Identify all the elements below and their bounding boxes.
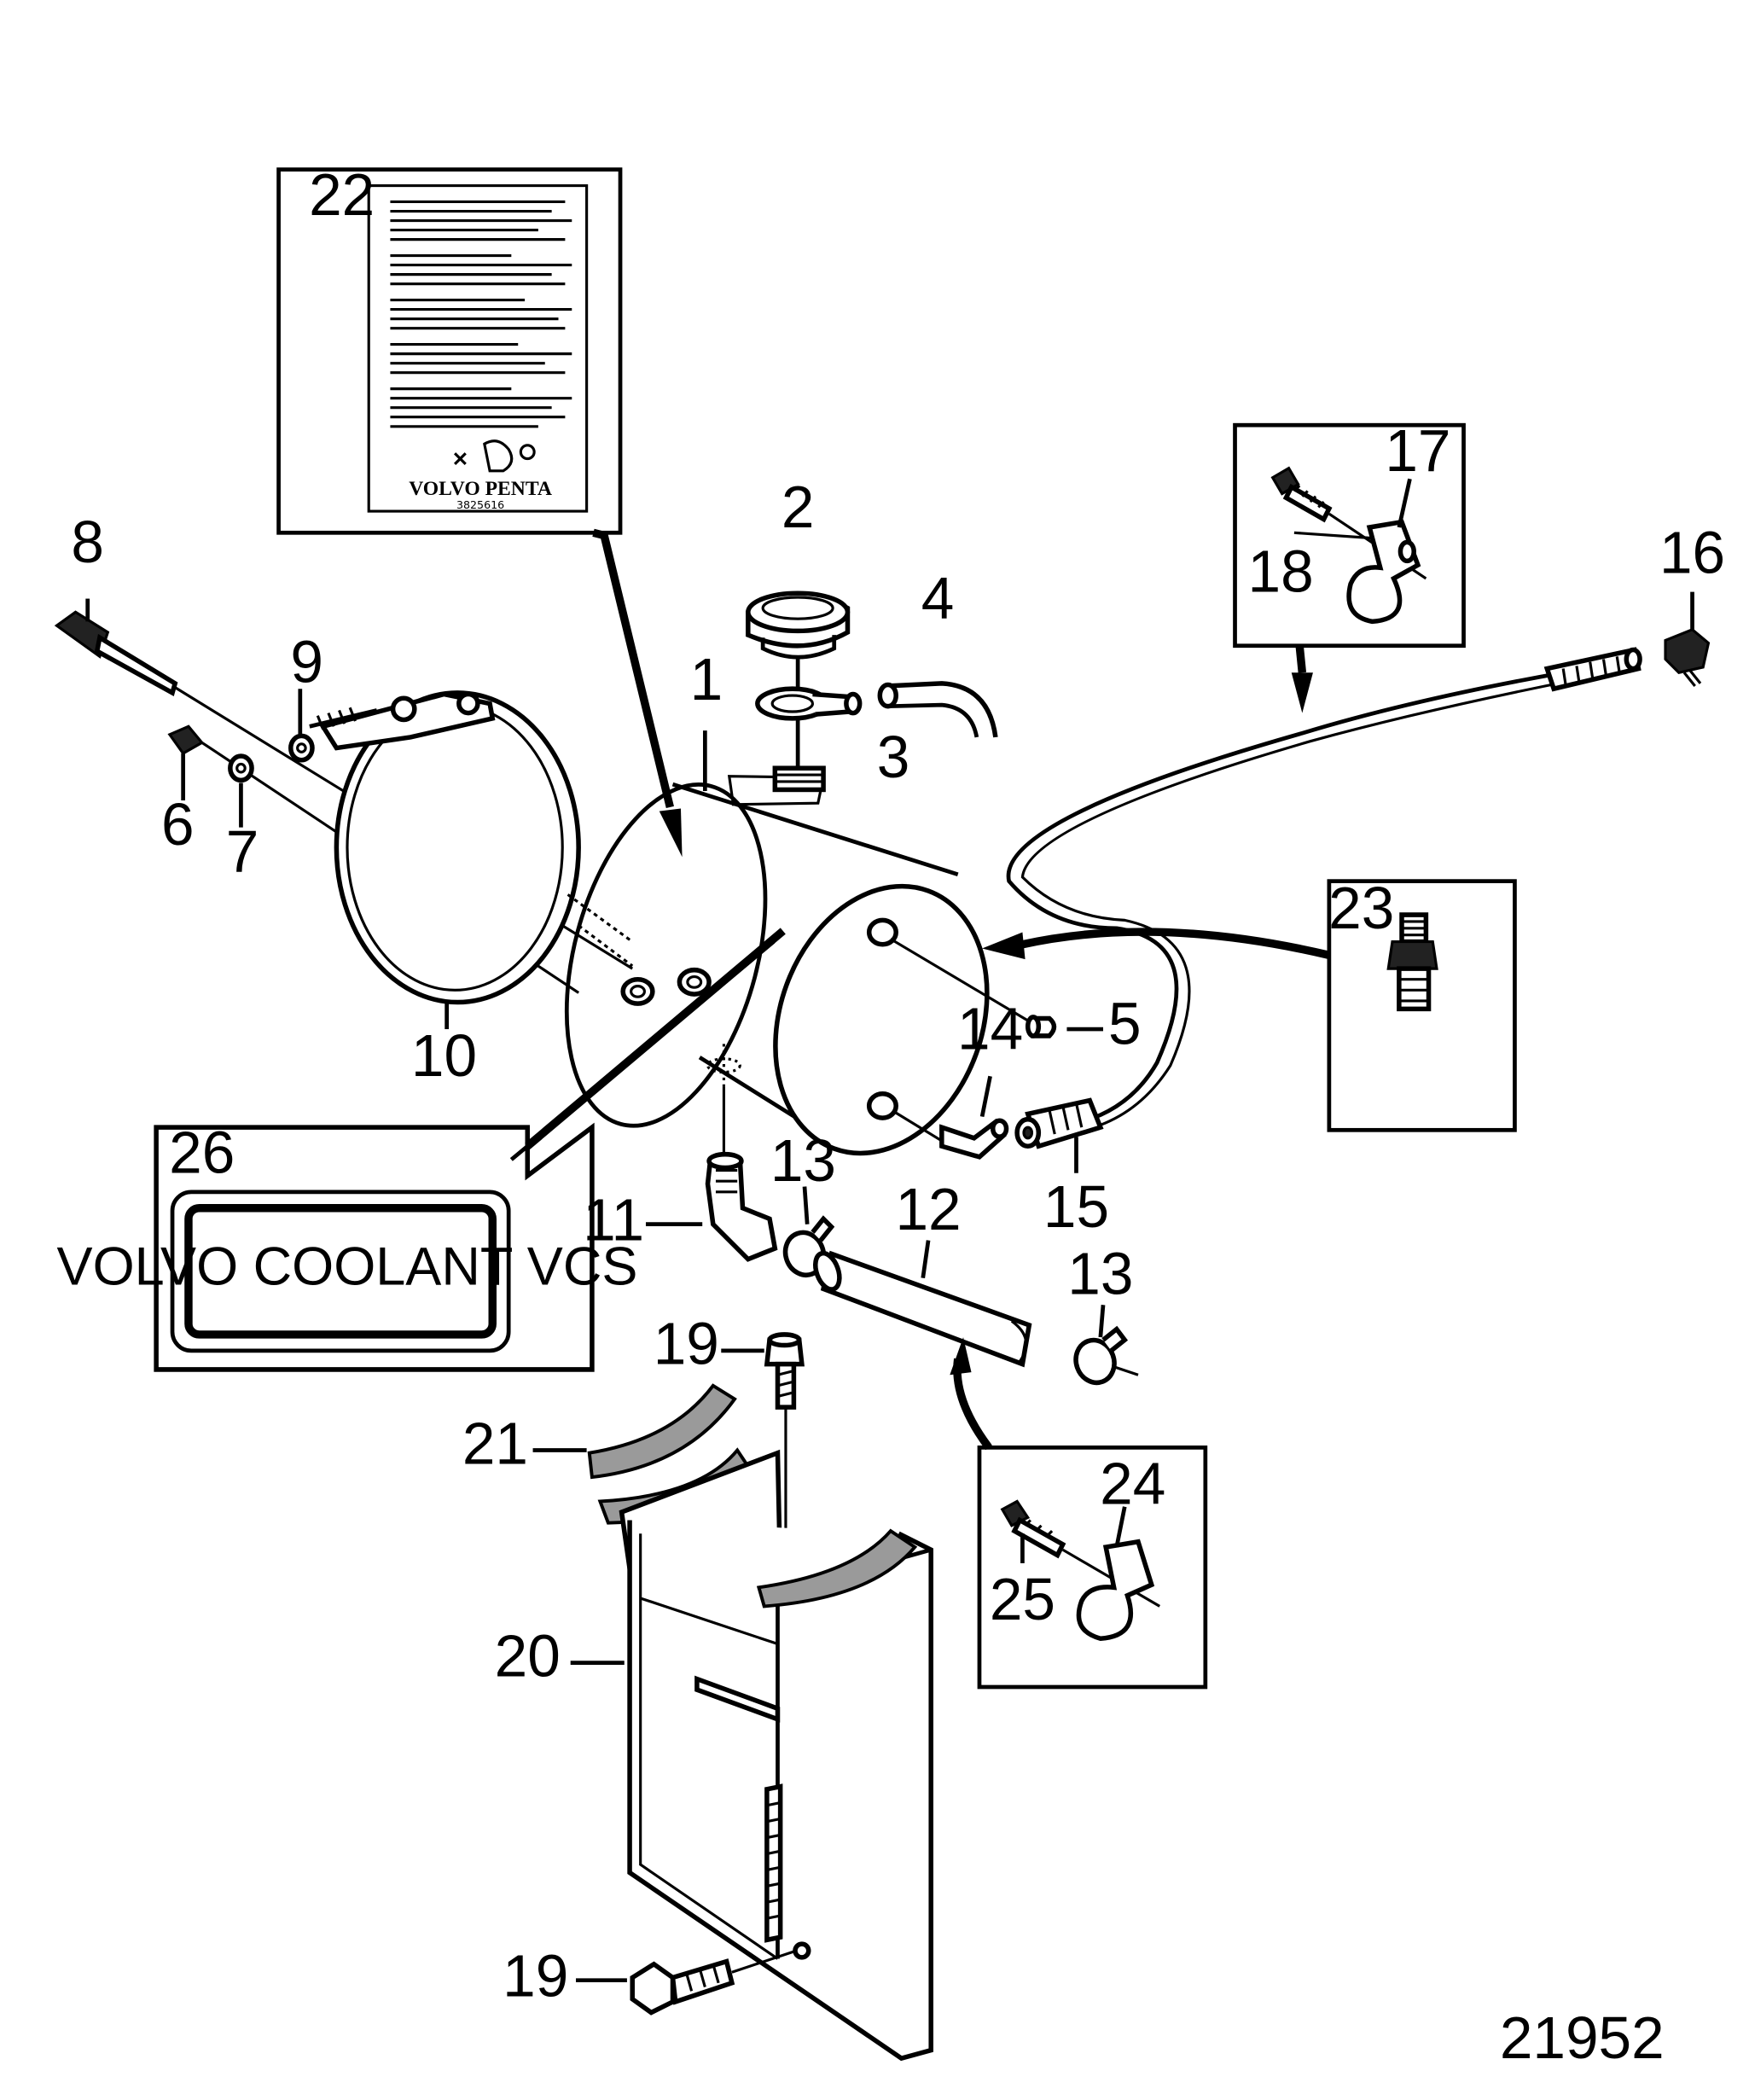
callout-9: 9 [290,628,323,695]
callout-1: 1 [690,646,723,713]
drawing-number: 21952 [1500,2004,1665,2071]
callout-7: 7 [226,818,259,885]
callout-11: 11 [583,1187,644,1254]
callout-23: 23 [1328,875,1394,941]
filler-cap-assembly [746,590,998,767]
callout-3: 3 [877,724,910,790]
sensor-cable [1006,591,1711,1173]
elbow-11 [645,1086,778,1262]
decal-brand-text: VOLVO PENTA [409,478,552,500]
callout-10: 10 [411,1022,477,1089]
callout-19-bottom: 19 [503,1943,568,2010]
callout-22: 22 [309,161,375,228]
inset-clip-24 [950,1337,1208,1690]
inset-coolant-decal: VOLVO COOLANT VCS [57,928,786,1372]
callout-24: 24 [1100,1451,1165,1517]
bracket-20 [570,1449,933,2062]
coolant-decal-text: VOLVO COOLANT VCS [57,1237,638,1297]
washer-7 [228,753,254,828]
callout-19-top: 19 [654,1311,719,1377]
callout-12: 12 [895,1176,961,1242]
callout-14: 14 [957,996,1023,1062]
callout-17: 17 [1385,417,1450,484]
hose-12 [813,1240,1032,1368]
callout-labels: 1 2 3 4 5 6 7 8 9 10 11 12 13 13 14 15 1… [71,161,1725,2009]
expansion-tank [564,765,990,1156]
callout-16: 16 [1659,520,1725,586]
callout-2: 2 [782,474,815,540]
connector-15 [1014,1097,1104,1173]
clip-13-right [1073,1305,1139,1386]
callout-6: 6 [161,791,195,858]
callout-25: 25 [990,1566,1055,1632]
inset-nipple-23 [982,879,1517,1132]
nipple-14 [892,1075,1009,1160]
inset-info-decal: VOLVO PENTA 3825616 [276,167,683,858]
callout-5: 5 [1108,990,1142,1056]
clamp-band-10 [309,690,634,1030]
decal-pictogram [454,439,536,473]
callout-13-right: 13 [1067,1241,1133,1307]
inset-clip-17 [1233,422,1466,713]
callout-4: 4 [921,565,955,631]
callout-26: 26 [169,1120,235,1186]
decal-part-code: 3825616 [456,498,504,511]
sensor-16 [1664,591,1711,688]
decal-fine-print [390,200,572,428]
callout-13-left: 13 [770,1127,836,1194]
callout-15: 15 [1043,1173,1109,1240]
plug-5 [890,938,1104,1038]
callout-18: 18 [1248,538,1314,605]
washer-9 [288,689,315,763]
bolt-19-bottom [576,1941,811,2016]
callout-8: 8 [71,509,104,575]
callout-21: 21 [462,1410,528,1476]
callout-20: 20 [495,1622,561,1689]
